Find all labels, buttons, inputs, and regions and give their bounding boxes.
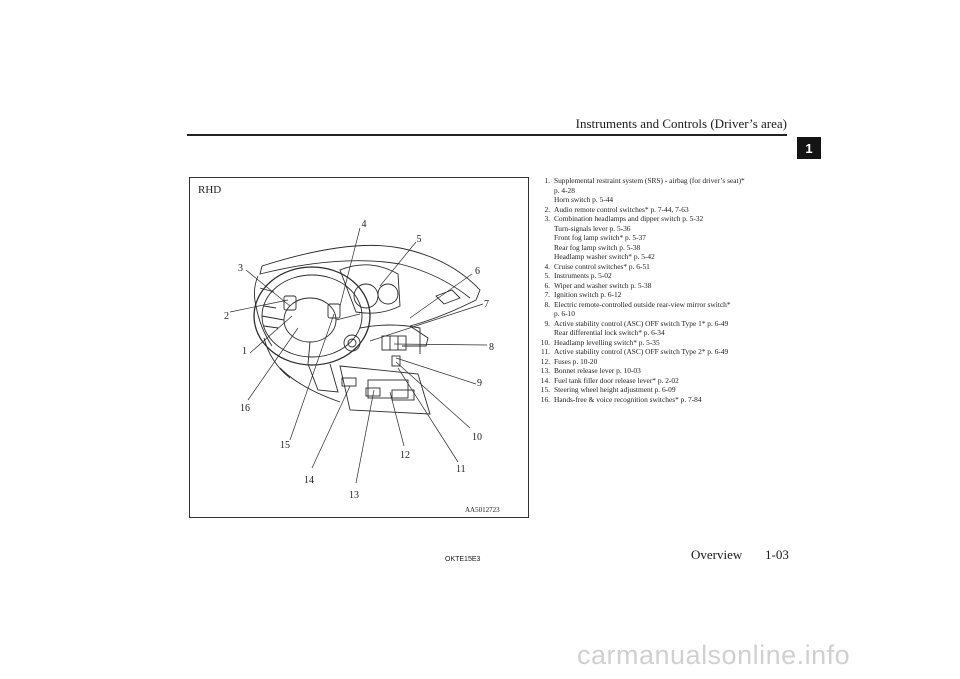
legend-item: 11. Active stability control (ASC) OFF sw…: [536, 347, 806, 357]
legend-item-text: Combination headlamps and dipper switch …: [554, 214, 704, 223]
callout-8: 8: [489, 342, 494, 353]
legend-item-subtext: Horn switch p. 5-44: [554, 195, 614, 204]
callout-13: 13: [349, 490, 359, 501]
legend-item-number: 5.: [544, 271, 550, 280]
legend-item-text: Supplemental restraint system (SRS) - ai…: [554, 176, 745, 185]
legend-item-number: 2.: [544, 204, 550, 214]
legend-item-text: Fuses p. 10-20: [554, 356, 598, 366]
callout-5: 5: [417, 234, 422, 245]
legend-item: 14. Fuel tank filler door release lever* …: [536, 376, 806, 386]
legend-item-number: 3.: [544, 214, 550, 223]
callout-1: 1: [242, 346, 247, 357]
page-header-title: Instruments and Controls (Driver’s area): [575, 116, 787, 131]
callout-7: 7: [484, 299, 489, 310]
callout-3: 3: [238, 263, 243, 274]
legend-item: 2. Audio remote control switches* p. 7-44…: [536, 205, 806, 215]
legend-item-number: 9.: [544, 318, 550, 328]
legend-item-subtext: p. 6-10: [554, 309, 575, 318]
callout-leaders: [229, 227, 488, 484]
legend-item-number: 15.: [540, 385, 550, 394]
legend-item-number: 1.: [544, 176, 550, 185]
legend-item: 5. Instruments p. 5-02: [536, 271, 806, 281]
legend-item-text: Wiper and washer switch p. 5-38: [554, 280, 652, 290]
callout-2: 2: [224, 311, 229, 322]
legend-item: 1. Supplemental restraint system (SRS) - …: [536, 176, 806, 205]
legend-item-subtext: Headlamp washer switch* p. 5-42: [554, 252, 655, 261]
callout-9: 9: [477, 378, 482, 389]
footer-section: Overview: [691, 547, 743, 562]
legend-item-text: Headlamp levelling switch* p. 5-35: [554, 337, 660, 347]
legend-item-number: 10.: [540, 337, 550, 347]
callout-12: 12: [400, 450, 410, 461]
legend-item-text: Audio remote control switches* p. 7-44, …: [554, 204, 689, 214]
legend-item-number: 11.: [541, 347, 550, 356]
legend-item-number: 8.: [544, 299, 550, 309]
legend-item-subtext: Rear fog lamp switch p. 5-38: [554, 242, 641, 252]
legend-item-subtext: p. 4-28: [554, 185, 575, 195]
legend-item-number: 4.: [544, 261, 550, 271]
callout-15: 15: [280, 440, 290, 451]
legend-item: 4. Cruise control switches* p. 6-51: [536, 262, 806, 272]
callout-10: 10: [472, 432, 482, 443]
legend-item-number: 6.: [544, 280, 550, 290]
callout-6: 6: [475, 266, 480, 277]
legend-item-number: 12.: [540, 356, 550, 366]
legend-item: 13. Bonnet release lever p. 10-03: [536, 366, 806, 376]
legend-item-text: Ignition switch p. 6-12: [554, 290, 622, 299]
footer-code: OKTE15E3: [445, 556, 481, 563]
legend-item-text: Hands-free & voice recognition switches*…: [554, 394, 702, 404]
legend-item-number: 16.: [540, 394, 550, 404]
legend-item: 7. Ignition switch p. 6-12: [536, 290, 806, 300]
legend-item-text: Active stability control (ASC) OFF switc…: [554, 347, 729, 356]
legend-item-number: 7.: [544, 290, 550, 299]
dashboard-figure: RHD AA5012723: [189, 177, 529, 518]
watermark: carmanualsonline.info: [577, 640, 851, 670]
legend-item: 9. Active stability control (ASC) OFF swi…: [536, 319, 806, 338]
chapter-tab: 1: [797, 137, 821, 159]
legend-item-text: Active stability control (ASC) OFF switc…: [554, 318, 729, 328]
legend-item-subtext: Turn-signals lever p. 5-36: [554, 223, 631, 233]
legend-item-text: Bonnet release lever p. 10-03: [554, 366, 641, 375]
legend-item: 6. Wiper and washer switch p. 5-38: [536, 281, 806, 291]
dashboard-drawing: [253, 244, 481, 415]
legend-item: 10. Headlamp levelling switch* p. 5-35: [536, 338, 806, 348]
legend-item-number: 14.: [540, 375, 550, 385]
controls-legend: 1. Supplemental restraint system (SRS) - …: [536, 176, 806, 404]
legend-item: 12. Fuses p. 10-20: [536, 357, 806, 367]
dashboard-illustration: RHD AA5012723: [198, 184, 500, 514]
footer-page-number: 1-03: [765, 547, 789, 562]
legend-item-text: Cruise control switches* p. 6-51: [554, 261, 650, 271]
legend-item: 8. Electric remote-controlled outside rea…: [536, 300, 806, 319]
legend-item: 16. Hands-free & voice recognition switch…: [536, 395, 806, 405]
figure-code: AA5012723: [465, 506, 500, 514]
legend-item-text: Instruments p. 5-02: [554, 271, 612, 280]
callout-11: 11: [456, 464, 466, 475]
callout-4: 4: [362, 219, 367, 230]
legend-item-text: Steering wheel height adjustment p. 6-09: [554, 385, 676, 394]
legend-item: 3. Combination headlamps and dipper switc…: [536, 214, 806, 262]
legend-item-text: Fuel tank filler door release lever* p. …: [554, 375, 679, 385]
legend-item: 15. Steering wheel height adjustment p. 6…: [536, 385, 806, 395]
callout-16: 16: [240, 403, 250, 414]
legend-item-subtext: Rear differential lock switch* p. 6-34: [554, 328, 665, 337]
header-rule: [187, 134, 787, 136]
legend-item-subtext: Front fog lamp switch* p. 5-37: [554, 233, 646, 242]
callout-14: 14: [304, 475, 314, 486]
legend-item-text: Electric remote-controlled outside rear-…: [554, 299, 731, 309]
legend-item-number: 13.: [540, 366, 550, 375]
figure-label: RHD: [198, 184, 221, 196]
